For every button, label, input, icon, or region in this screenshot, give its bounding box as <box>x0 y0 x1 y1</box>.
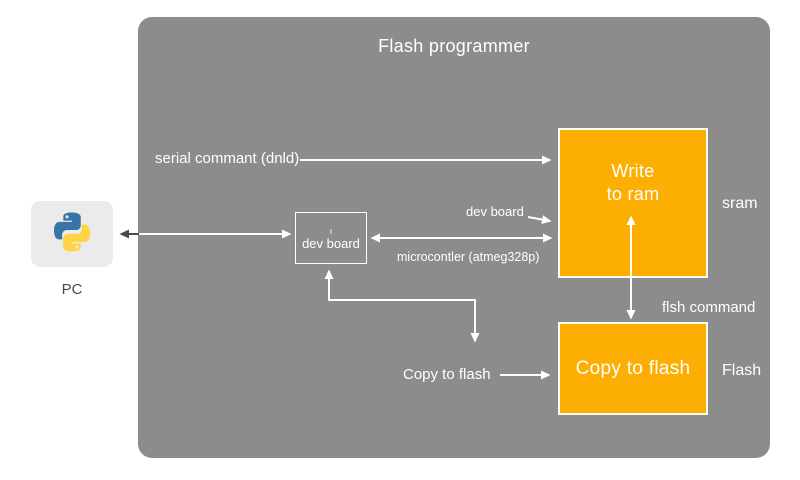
python-logo-icon <box>48 208 96 261</box>
microcontroller-label: microcontler (atmeg328p) <box>397 250 540 264</box>
serial-command-label: serial commant (dnld) <box>155 150 300 167</box>
pc-label: PC <box>61 281 83 298</box>
dev-board-tick: ι <box>330 225 332 236</box>
write-to-ram-box: Write to ram <box>558 128 708 278</box>
dev-board-box: ι dev board <box>295 212 367 264</box>
flash-command-label: flsh command <box>662 299 756 316</box>
write-to-ram-line1: Write <box>611 161 655 181</box>
pc-node <box>31 201 113 267</box>
flash-label: Flash <box>722 362 762 379</box>
dev-board-edge-label: dev board <box>466 204 524 219</box>
dev-board-box-label: dev board <box>302 235 360 251</box>
panel-title: Flash programmer <box>378 36 530 56</box>
copy-to-flash-box-label: Copy to flash <box>575 357 691 379</box>
copy-to-flash-edge-label: Copy to flash <box>403 366 491 383</box>
write-to-ram-line2: to ram <box>606 184 660 204</box>
copy-to-flash-box: Copy to flash <box>558 322 708 415</box>
sram-label: sram <box>722 195 758 212</box>
